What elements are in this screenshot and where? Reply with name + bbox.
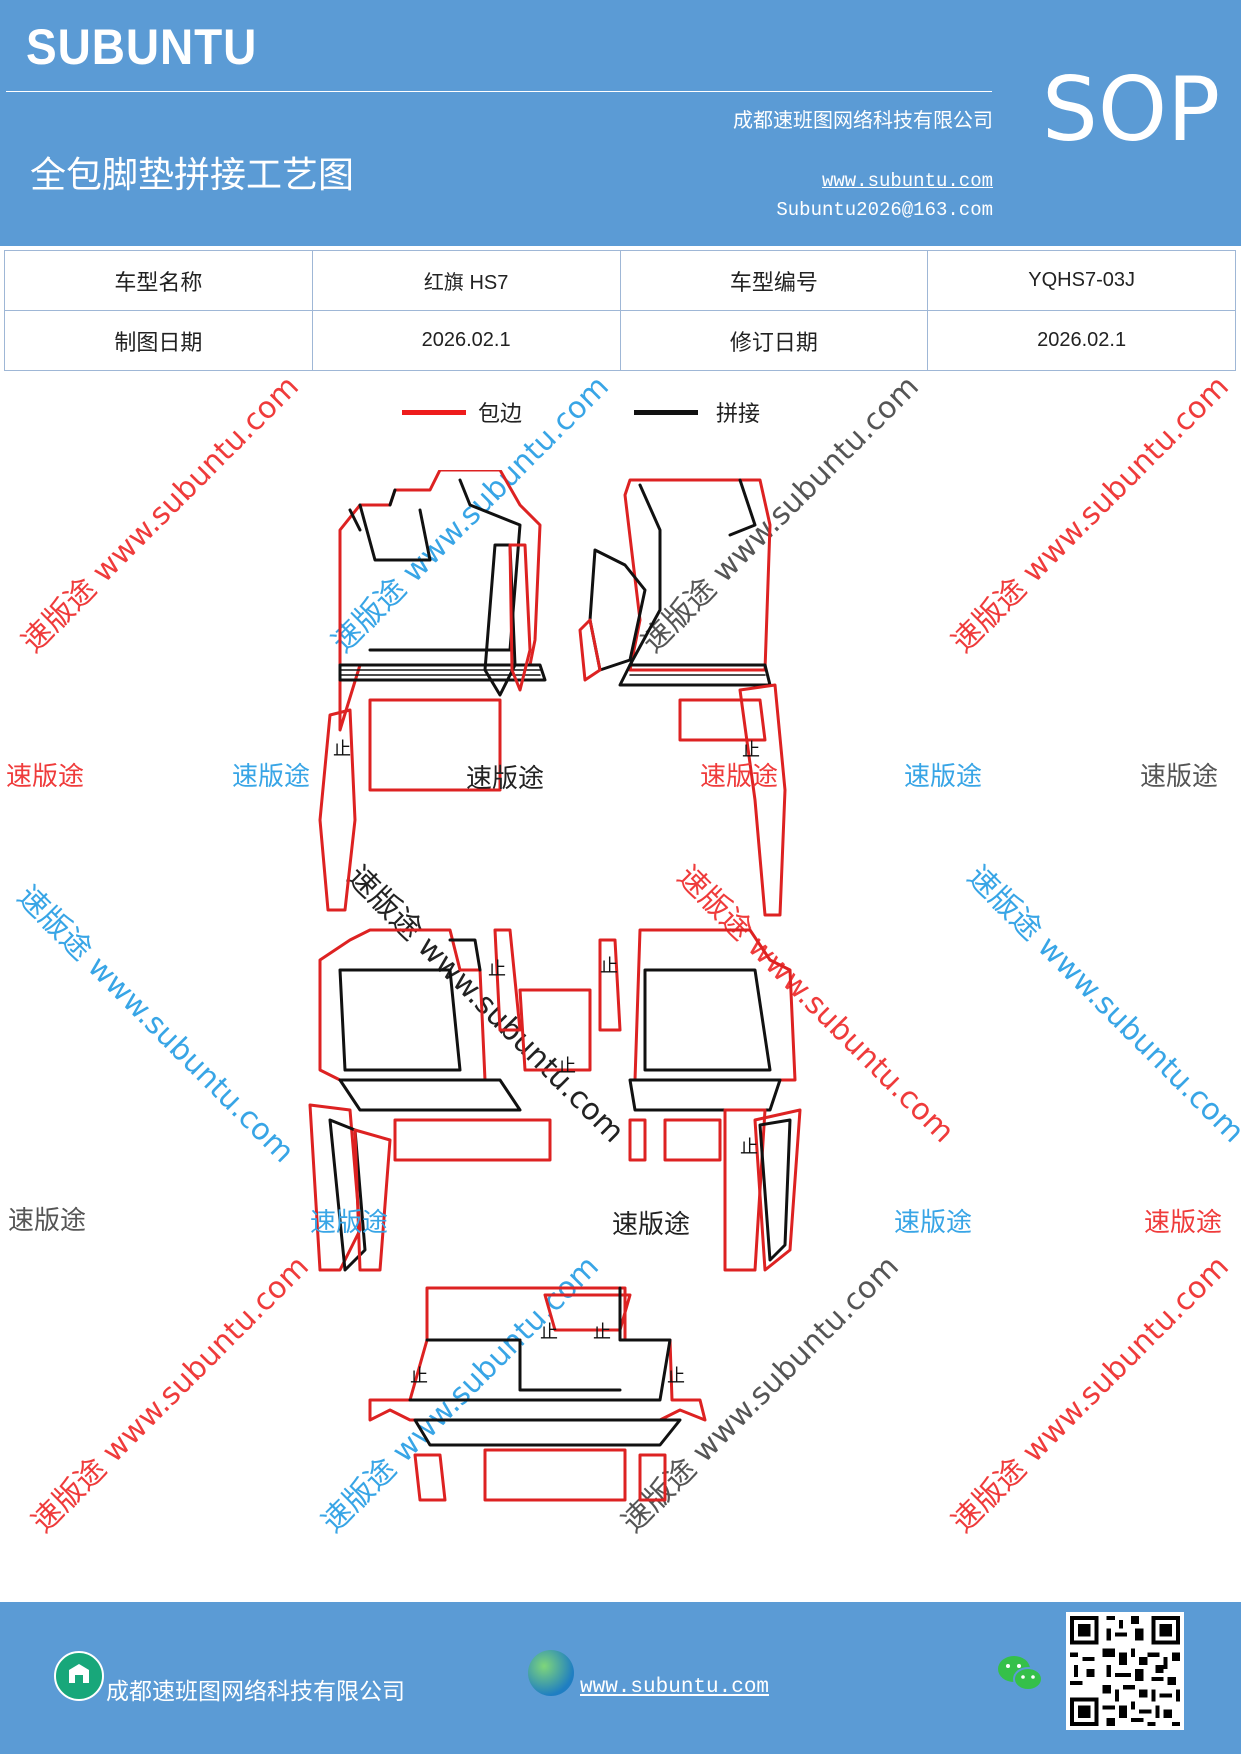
stop-mark: 止 [740, 1137, 758, 1158]
model-name-label: 车型名称 [4, 250, 313, 311]
page-title: 全包脚垫拼接工艺图 [30, 155, 355, 196]
watermark-text: 速版途 [612, 1210, 691, 1240]
building-icon [54, 1651, 104, 1701]
info-table: 车型名称 红旗 HS7 车型编号 YQHS7-03J 制图日期 2026.02.… [4, 250, 1236, 371]
model-name-value: 红旗 HS7 [311, 250, 621, 311]
diagonal-watermark: 速版途 www.subuntu.com [945, 1249, 1236, 1540]
stop-mark: 止 [333, 739, 351, 760]
diagonal-watermark: 速版途 www.subuntu.com [10, 879, 301, 1170]
stop-mark: 止 [558, 1056, 576, 1077]
legend-edge-swatch [402, 410, 466, 415]
watermark-text: 速版途 [466, 764, 545, 794]
stop-mark: 止 [488, 959, 506, 980]
watermark-text: 速版途 [904, 762, 983, 792]
floor-mat-diagram: 止 止 止 止 止 止 止 止 止 止 [308, 470, 802, 1502]
header-company: 成都速班图网络科技有限公司 [733, 108, 993, 132]
footer-company: 成都速班图网络科技有限公司 [106, 1679, 405, 1705]
brand-logo: SUBUNTU [26, 19, 258, 75]
draw-date-value: 2026.02.1 [311, 310, 621, 371]
watermark-text: 速版途 [700, 762, 779, 792]
qr-code [1066, 1612, 1184, 1730]
watermark-text: 速版途 [6, 762, 85, 792]
revise-date-value: 2026.02.1 [927, 310, 1236, 371]
doc-type-label: SOP [1042, 58, 1221, 161]
watermark-text: 速版途 [232, 762, 311, 792]
stop-mark: 止 [742, 740, 760, 761]
stop-mark: 止 [410, 1366, 428, 1387]
header-email: Subuntu2026@163.com [776, 199, 993, 221]
wechat-icon[interactable] [996, 1652, 1044, 1700]
diagonal-watermark: 速版途 www.subuntu.com [25, 1249, 316, 1540]
watermark-text: 速版途 [310, 1208, 389, 1238]
watermark-text: 速版途 [1144, 1208, 1223, 1238]
legend-join-swatch [634, 410, 698, 415]
watermark-text: 速版途 [8, 1206, 87, 1236]
diagonal-watermark: 速版途 www.subuntu.com [15, 369, 306, 660]
globe-icon [528, 1650, 574, 1696]
stop-mark: 止 [593, 1322, 611, 1343]
draw-date-label: 制图日期 [4, 310, 313, 371]
footer-website-link[interactable]: www.subuntu.com [580, 1676, 770, 1699]
page-header: SUBUNTU 成都速班图网络科技有限公司 全包脚垫拼接工艺图 www.subu… [0, 0, 1241, 246]
table-row: 制图日期 2026.02.1 修订日期 2026.02.1 [4, 310, 1236, 371]
header-website-link[interactable]: www.subuntu.com [821, 170, 993, 192]
stop-mark: 止 [540, 1322, 558, 1343]
revise-date-label: 修订日期 [619, 310, 929, 371]
watermark-text: 速版途 [1140, 762, 1219, 792]
model-code-label: 车型编号 [619, 250, 929, 311]
stop-mark: 止 [600, 956, 618, 977]
legend-join-label: 拼接 [716, 402, 761, 427]
table-row: 车型名称 红旗 HS7 车型编号 YQHS7-03J [4, 250, 1236, 311]
watermark-text: 速版途 [894, 1208, 973, 1238]
legend-edge-label: 包边 [478, 402, 523, 427]
diagonal-watermark: 速版途 www.subuntu.com [945, 369, 1236, 660]
stop-mark: 止 [667, 1366, 685, 1387]
diagonal-watermark: 速版途 www.subuntu.com [960, 859, 1241, 1150]
model-code-value: YQHS7-03J [927, 250, 1236, 311]
header-divider [6, 91, 992, 92]
